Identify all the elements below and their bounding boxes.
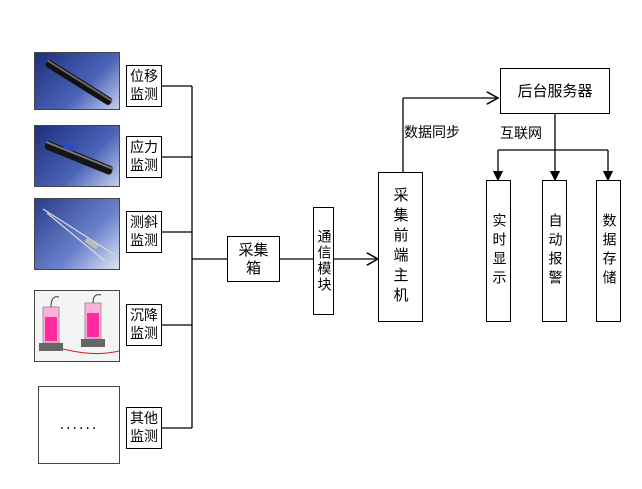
inclinometer-sensor-image <box>34 198 120 270</box>
communication-module: 通信模块 <box>313 207 334 315</box>
data-storage: 数据存储 <box>596 180 621 322</box>
displacement-sensor-image <box>34 52 120 110</box>
stress-monitoring-label: 应力监测 <box>126 136 162 178</box>
internet-label: 互联网 <box>500 126 542 142</box>
settlement-sensor-image <box>34 290 120 362</box>
backend-server: 后台服务器 <box>500 68 610 114</box>
settlement-monitoring-label: 沉降监测 <box>126 304 162 346</box>
ellipsis-text: ...... <box>59 417 99 433</box>
data-sync-label: 数据同步 <box>404 125 460 141</box>
collection-box: 采集箱 <box>227 236 280 282</box>
stress-sensor-image <box>34 125 120 187</box>
realtime-display: 实时显示 <box>486 180 511 322</box>
inclination-monitoring-label: 测斜监测 <box>126 211 162 253</box>
auto-alarm: 自动报警 <box>542 180 567 322</box>
front-end-host: 采集前端主机 <box>378 172 423 322</box>
other-sensor-placeholder: ...... <box>38 386 120 464</box>
displacement-monitoring-label: 位移监测 <box>126 65 162 107</box>
other-monitoring-label: 其他监测 <box>126 407 162 449</box>
